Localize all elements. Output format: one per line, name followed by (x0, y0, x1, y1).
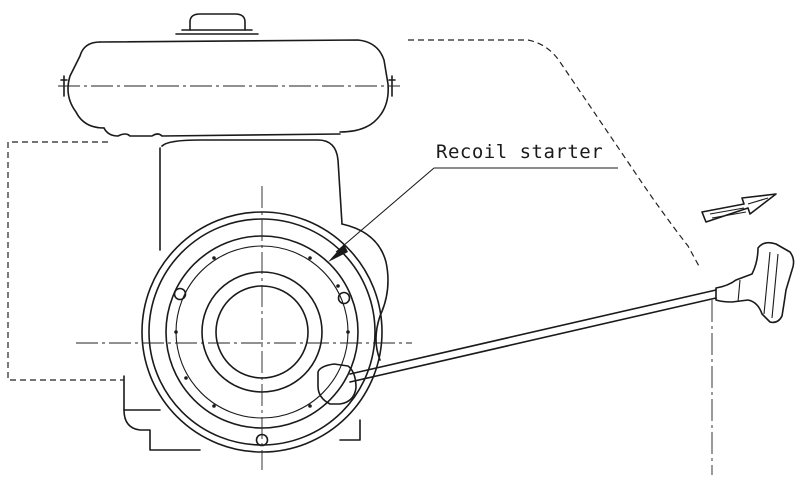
hidden-outline (7, 39, 701, 381)
starter-handle[interactable] (715, 241, 795, 324)
fuel-tank (58, 13, 400, 137)
recoil-starter-label: Recoil starter (436, 141, 603, 163)
crankcase (123, 139, 389, 451)
pull-direction-arrow (701, 193, 777, 223)
center-lines (76, 186, 713, 475)
starter-rope (349, 289, 717, 383)
recoil-starter-callout: Recoil starter (328, 141, 618, 262)
rope-guide (317, 363, 357, 405)
